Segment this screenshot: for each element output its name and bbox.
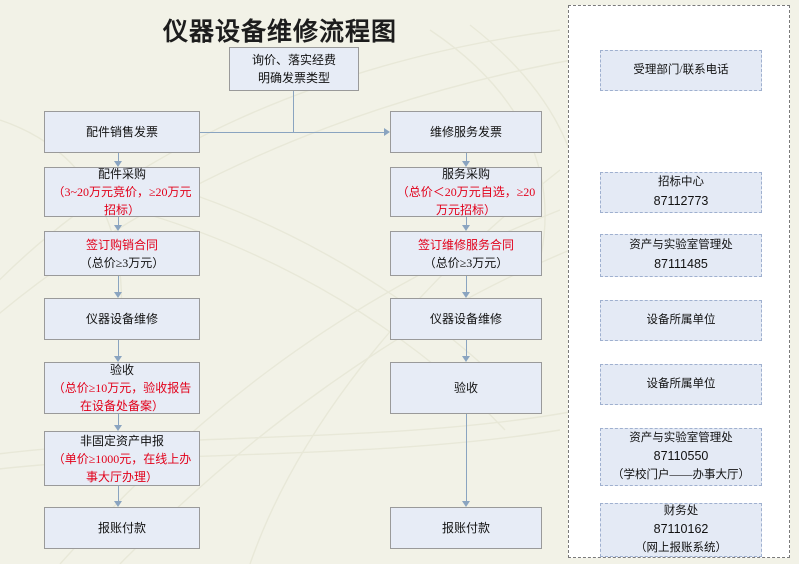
page-title: 仪器设备维修流程图: [162, 18, 397, 46]
flow-box-reimbursement-payment-left[interactable]: 报账付款: [44, 507, 200, 549]
flow-box-service-procurement-line-0: 服务采购: [441, 167, 490, 181]
flow-box-service-procurement-line-1: （总价＜20万元自选，≥20万元招标）: [396, 185, 536, 217]
flow-box-acceptance-right[interactable]: 验收: [390, 362, 542, 414]
contact-box-finance-office-line-1: 87110162: [653, 522, 709, 537]
connector-left-3: [118, 276, 119, 293]
contact-box-equipment-owner-unit-1-line-0: 设备所属单位: [646, 313, 716, 326]
flow-box-sign-service-contract-line-1: （总价≥3万元）: [423, 255, 509, 270]
contact-box-finance-office[interactable]: 财务处 87110162 （网上报账系统）: [600, 503, 762, 557]
contact-box-equipment-owner-unit-2[interactable]: 设备所属单位: [600, 364, 762, 405]
arrow-right-4: [462, 356, 470, 362]
arrow-left-1: [114, 161, 122, 167]
flow-box-acceptance-left-line-1: （总价≥10万元，验收报告在设备处备案）: [52, 381, 192, 413]
contact-box-equipment-owner-unit-1[interactable]: 设备所属单位: [600, 300, 762, 341]
flow-box-equipment-repair-left-line-0: 仪器设备维修: [85, 312, 158, 326]
flow-box-service-invoice-line-0: 维修服务发票: [429, 125, 502, 139]
connector-left-5: [118, 414, 119, 426]
connector-split-horizontal: [110, 132, 384, 133]
contact-box-asset-lab-office-2-line-0: 资产与实验室管理处: [629, 431, 733, 444]
contact-box-bidding-center-line-1: 87112773: [653, 193, 709, 208]
arrow-left-5: [114, 425, 122, 431]
flow-box-equipment-repair-right-line-0: 仪器设备维修: [429, 312, 502, 326]
arrow-left-4: [114, 356, 122, 362]
flow-box-equipment-repair-right[interactable]: 仪器设备维修: [390, 298, 542, 340]
flow-box-service-invoice[interactable]: 维修服务发票: [390, 111, 542, 153]
arrow-right-2: [462, 225, 470, 231]
flow-box-non-fixed-asset-declaration-line-1: （单价≥1000元，在线上办事大厅办理）: [52, 451, 192, 484]
connector-left-2: [118, 217, 119, 226]
flow-box-reimbursement-payment-left-line-0: 报账付款: [97, 521, 146, 535]
contact-box-equipment-owner-unit-2-line-0: 设备所属单位: [646, 377, 716, 390]
flow-box-start[interactable]: 询价、落实经费 明确发票类型: [229, 47, 359, 91]
connector-left-4: [118, 340, 119, 357]
connector-right-5: [466, 414, 467, 501]
flow-box-acceptance-left-line-0: 验收: [109, 363, 134, 377]
flow-box-non-fixed-asset-declaration-line-0: 非固定资产申报: [79, 433, 164, 448]
arrow-right-3: [462, 292, 470, 298]
contact-box-finance-office-line-2: （网上报账系统）: [635, 541, 727, 554]
flow-box-parts-procurement[interactable]: 配件采购 （3~20万元竞价，≥20万元招标）: [44, 167, 200, 217]
connector-right-1: [466, 153, 467, 162]
contact-box-asset-lab-office-1[interactable]: 资产与实验室管理处 87111485: [600, 234, 762, 277]
connector-right-3: [466, 276, 467, 293]
contact-box-asset-lab-office-2[interactable]: 资产与实验室管理处 87110550 （学校门户——办事大厅）: [600, 428, 762, 486]
contact-box-asset-lab-office-2-line-2: （学校门户——办事大厅）: [612, 468, 750, 481]
flow-box-sign-service-contract[interactable]: 签订维修服务合同 （总价≥3万元）: [390, 231, 542, 276]
connector-left-6: [118, 486, 119, 502]
flow-box-parts-invoice[interactable]: 配件销售发票: [44, 111, 200, 153]
flow-box-service-procurement[interactable]: 服务采购 （总价＜20万元自选，≥20万元招标）: [390, 167, 542, 217]
connector-right-4: [466, 340, 467, 357]
flow-box-reimbursement-payment-right-line-0: 报账付款: [441, 521, 490, 535]
flow-box-start-line-0: 询价、落实经费: [251, 53, 336, 67]
flow-box-acceptance-left[interactable]: 验收 （总价≥10万元，验收报告在设备处备案）: [44, 362, 200, 414]
flow-box-parts-invoice-line-0: 配件销售发票: [85, 125, 158, 139]
contact-panel: 受理部门/联系电话 招标中心 87112773 资产与实验室管理处 871114…: [568, 5, 790, 558]
connector-left-1: [118, 153, 119, 162]
contact-box-asset-lab-office-1-line-1: 87111485: [654, 256, 708, 271]
flow-box-sign-sales-contract-line-0: 签订购销合同: [85, 237, 158, 252]
contact-panel-header[interactable]: 受理部门/联系电话: [600, 50, 762, 91]
contact-box-finance-office-line-0: 财务处: [663, 504, 699, 517]
flow-box-reimbursement-payment-right[interactable]: 报账付款: [390, 507, 542, 549]
flow-box-non-fixed-asset-declaration[interactable]: 非固定资产申报 （单价≥1000元，在线上办事大厅办理）: [44, 431, 200, 486]
flow-box-start-line-1: 明确发票类型: [257, 71, 330, 85]
contact-panel-header-line-0: 受理部门/联系电话: [633, 63, 729, 76]
contact-box-bidding-center[interactable]: 招标中心 87112773: [600, 172, 762, 213]
connector-start-down: [293, 91, 294, 132]
flow-box-acceptance-right-line-0: 验收: [453, 381, 478, 395]
arrow-to-service-invoice: [384, 128, 390, 136]
arrow-right-5: [462, 501, 470, 507]
arrow-left-6: [114, 501, 122, 507]
flow-box-sign-sales-contract-line-1: （总价≥3万元）: [79, 255, 165, 270]
contact-box-asset-lab-office-2-line-1: 87110550: [653, 449, 709, 464]
arrow-left-2: [114, 225, 122, 231]
arrow-right-1: [462, 161, 470, 167]
flow-box-equipment-repair-left[interactable]: 仪器设备维修: [44, 298, 200, 340]
flow-box-sign-sales-contract[interactable]: 签订购销合同 （总价≥3万元）: [44, 231, 200, 276]
flow-box-parts-procurement-line-0: 配件采购: [97, 167, 146, 181]
flow-box-sign-service-contract-line-0: 签订维修服务合同: [417, 237, 514, 252]
flow-box-parts-procurement-line-1: （3~20万元竞价，≥20万元招标）: [52, 185, 192, 217]
contact-box-bidding-center-line-0: 招标中心: [658, 175, 704, 188]
arrow-left-3: [114, 292, 122, 298]
connector-right-2: [466, 217, 467, 226]
contact-box-asset-lab-office-1-line-0: 资产与实验室管理处: [629, 238, 733, 251]
